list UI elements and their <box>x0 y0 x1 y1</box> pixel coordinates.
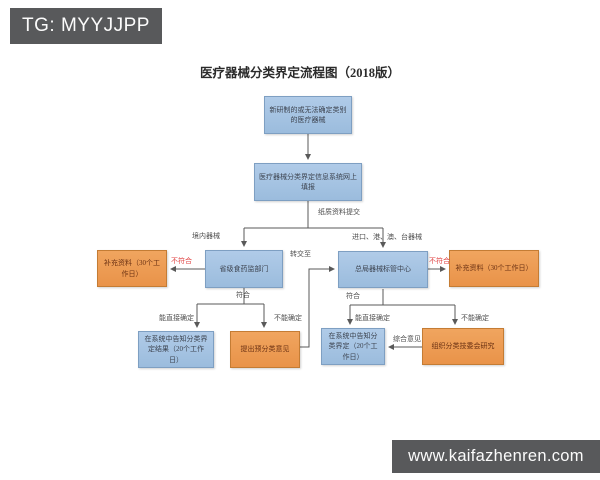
tg-tag-text: TG: MYYJJPP <box>22 15 150 36</box>
box-notify-result-left: 在系统中告知分类界定结果（20个工作日） <box>138 331 214 368</box>
label-not-conform-left: 不符合 <box>171 257 192 265</box>
label-transfer: 转交至 <box>290 250 311 258</box>
label-conform-right: 符合 <box>346 292 360 300</box>
watermark-text: www.kaifazhenren.com <box>408 447 584 465</box>
tg-tag-banner: TG: MYYJJPP <box>10 8 162 44</box>
label-cannot-right: 不能确定 <box>461 314 489 322</box>
box-standards-center: 总局器械标管中心 <box>338 251 428 288</box>
label-comprehensive-opinion: 综合意见 <box>393 335 421 343</box>
box-committee-research: 组织分类技委会研究 <box>422 328 504 365</box>
box-provincial-dept: 省级食药监部门 <box>205 250 283 288</box>
label-cannot-left: 不能确定 <box>274 314 302 322</box>
box-supplement-right: 补充资料（30个工作日） <box>449 250 539 287</box>
label-direct-right: 能直接确定 <box>355 314 390 322</box>
label-paper-submit: 纸质资料提交 <box>318 208 360 216</box>
label-domestic: 境内器械 <box>192 232 220 240</box>
label-not-conform-right: 不符合 <box>429 257 450 265</box>
watermark-banner: www.kaifazhenren.com <box>392 440 600 473</box>
page-title: 医疗器械分类界定流程图（2018版） <box>199 66 400 80</box>
box-supplement-left: 补充资料（30个工作日） <box>97 250 167 287</box>
label-conform-left: 符合 <box>236 291 250 299</box>
box-new-device: 新研制的或无法确定类别的医疗器械 <box>264 96 352 134</box>
box-pre-classification: 提出预分类意见 <box>230 331 300 368</box>
label-direct-left: 能直接确定 <box>159 314 194 322</box>
box-notify-result-right: 在系统中告知分类界定（20个工作日） <box>321 328 385 365</box>
box-online-filing: 医疗器械分类界定信息系统网上填报 <box>254 163 362 201</box>
label-imported: 进口、港、澳、台器械 <box>352 233 422 241</box>
